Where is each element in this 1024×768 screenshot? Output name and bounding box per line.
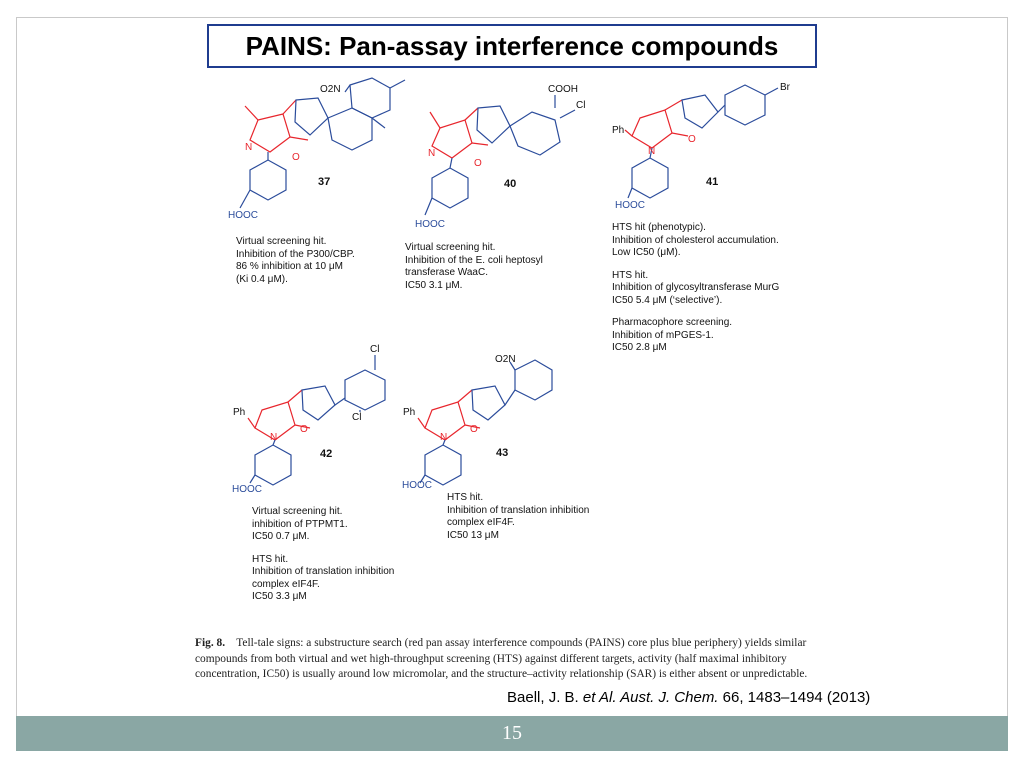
desc-line: 86 % inhibition at 10 μM xyxy=(236,261,343,272)
n-label-43: N xyxy=(440,432,447,443)
cl-label-40: Cl xyxy=(576,100,585,111)
desc-line: HTS hit. xyxy=(252,553,289,565)
desc-spacer xyxy=(252,544,394,554)
desc-line: IC50 3.1 μM. xyxy=(405,279,463,291)
o2n-label-43: O2N xyxy=(495,354,516,365)
desc-line: inhibition of PTPMT1. xyxy=(252,518,348,530)
structure-43 xyxy=(417,359,553,486)
citation-journal: et Al. Aust. J. Chem. xyxy=(582,689,719,706)
desc-line: IC50 3.3 μM xyxy=(252,591,307,602)
compound-41-description: HTS hit (phenotypic). Inhibition of chol… xyxy=(612,222,779,355)
citation: Baell, J. B. et Al. Aust. J. Chem. 66, 1… xyxy=(507,689,870,706)
br-label-41: Br xyxy=(780,82,791,93)
compound-40-description: Virtual screening hit. Inhibition of the… xyxy=(405,242,543,292)
compound-number-37: 37 xyxy=(318,176,331,188)
o-label-43: O xyxy=(470,424,478,435)
desc-line: IC50 5.4 μM (‘selective’). xyxy=(612,294,723,306)
cl-label-42b: Cl xyxy=(352,412,361,423)
desc-line: IC50 2.8 μM xyxy=(612,342,667,353)
slide-title: PAINS: Pan-assay interference compounds xyxy=(245,30,779,61)
desc-line: IC50 13 μM xyxy=(447,529,499,541)
compound-43-description: HTS hit. Inhibition of translation inhib… xyxy=(447,492,589,542)
cooh-label-40: COOH xyxy=(548,84,578,95)
compound-number-43: 43 xyxy=(496,447,509,459)
desc-line: Inhibition of the E. coli heptosyl xyxy=(405,254,543,266)
desc-line: IC50 0.7 μM. xyxy=(252,531,310,542)
desc-spacer xyxy=(612,260,779,270)
cl-label-42a: Cl xyxy=(370,344,379,355)
n-label-40: N xyxy=(428,148,435,159)
desc-line: Virtual screening hit. xyxy=(252,506,343,517)
o-label-37: O xyxy=(292,152,300,163)
desc-line: HTS hit. xyxy=(612,269,649,281)
compound-number-40: 40 xyxy=(504,178,517,190)
o-label-40: O xyxy=(474,158,482,169)
desc-line: Inhibition of cholesterol accumulation. xyxy=(612,234,779,246)
slide-title-box: PAINS: Pan-assay interference compounds xyxy=(207,24,817,68)
desc-line: Inhibition of the P300/CBP. xyxy=(236,248,355,260)
n-label-42: N xyxy=(270,432,277,443)
caption-label: Fig. 8. xyxy=(195,637,226,649)
desc-line: Virtual screening hit. xyxy=(236,236,327,247)
n-label-41: N xyxy=(648,146,655,157)
desc-line: Inhibition of translation inhibition xyxy=(447,504,590,516)
o-label-41: O xyxy=(688,134,696,145)
ph-label-42: Ph xyxy=(233,407,245,418)
desc-line: HTS hit (phenotypic). xyxy=(612,222,706,233)
desc-line: complex eIF4F. xyxy=(252,578,320,590)
desc-line: complex eIF4F. xyxy=(447,517,515,528)
desc-line: transferase WaaC. xyxy=(405,267,488,278)
desc-line: Inhibition of mPGES-1. xyxy=(612,329,714,341)
caption-text: Tell-tale signs: a substructure search (… xyxy=(195,637,808,680)
structure-41 xyxy=(624,84,779,199)
structure-42 xyxy=(247,355,386,486)
compound-number-42: 42 xyxy=(320,448,333,460)
hooc-label-43: HOOC xyxy=(402,480,432,491)
desc-line: Inhibition of translation inhibition xyxy=(252,566,395,577)
footer-bar: 15 xyxy=(16,716,1008,751)
compound-number-41: 41 xyxy=(706,176,719,188)
o-label-42: O xyxy=(300,424,308,435)
structure-40 xyxy=(424,95,576,216)
hooc-label-37: HOOC xyxy=(228,210,258,221)
slide-frame xyxy=(16,17,1008,751)
desc-line: Inhibition of glycosyltransferase MurG xyxy=(612,282,780,293)
n-label-37: N xyxy=(245,142,252,153)
desc-line: Pharmacophore screening. xyxy=(612,317,733,328)
figure-caption: Fig. 8. Tell-tale signs: a substructure … xyxy=(195,636,835,683)
desc-line: Virtual screening hit. xyxy=(405,242,496,253)
hooc-label-41: HOOC xyxy=(615,200,645,211)
ph-label-41: Ph xyxy=(612,125,624,136)
hooc-label-42: HOOC xyxy=(232,484,262,495)
desc-spacer xyxy=(612,307,779,317)
desc-line: Low IC50 (μM). xyxy=(612,247,681,258)
citation-authors: Baell, J. B. xyxy=(507,689,583,706)
desc-line: HTS hit. xyxy=(447,492,484,503)
hooc-label-40: HOOC xyxy=(415,219,445,230)
ph-label-43: Ph xyxy=(403,407,415,418)
desc-line: (Ki 0.4 μM). xyxy=(236,273,288,285)
citation-details: 66, 1483–1494 (2013) xyxy=(718,689,871,706)
page-number: 15 xyxy=(502,722,522,744)
o2n-label-37: O2N xyxy=(320,84,341,95)
compound-37-description: Virtual screening hit. Inhibition of the… xyxy=(236,236,355,286)
structure-37 xyxy=(239,77,406,209)
compound-42-description: Virtual screening hit. inhibition of PTP… xyxy=(252,506,394,604)
